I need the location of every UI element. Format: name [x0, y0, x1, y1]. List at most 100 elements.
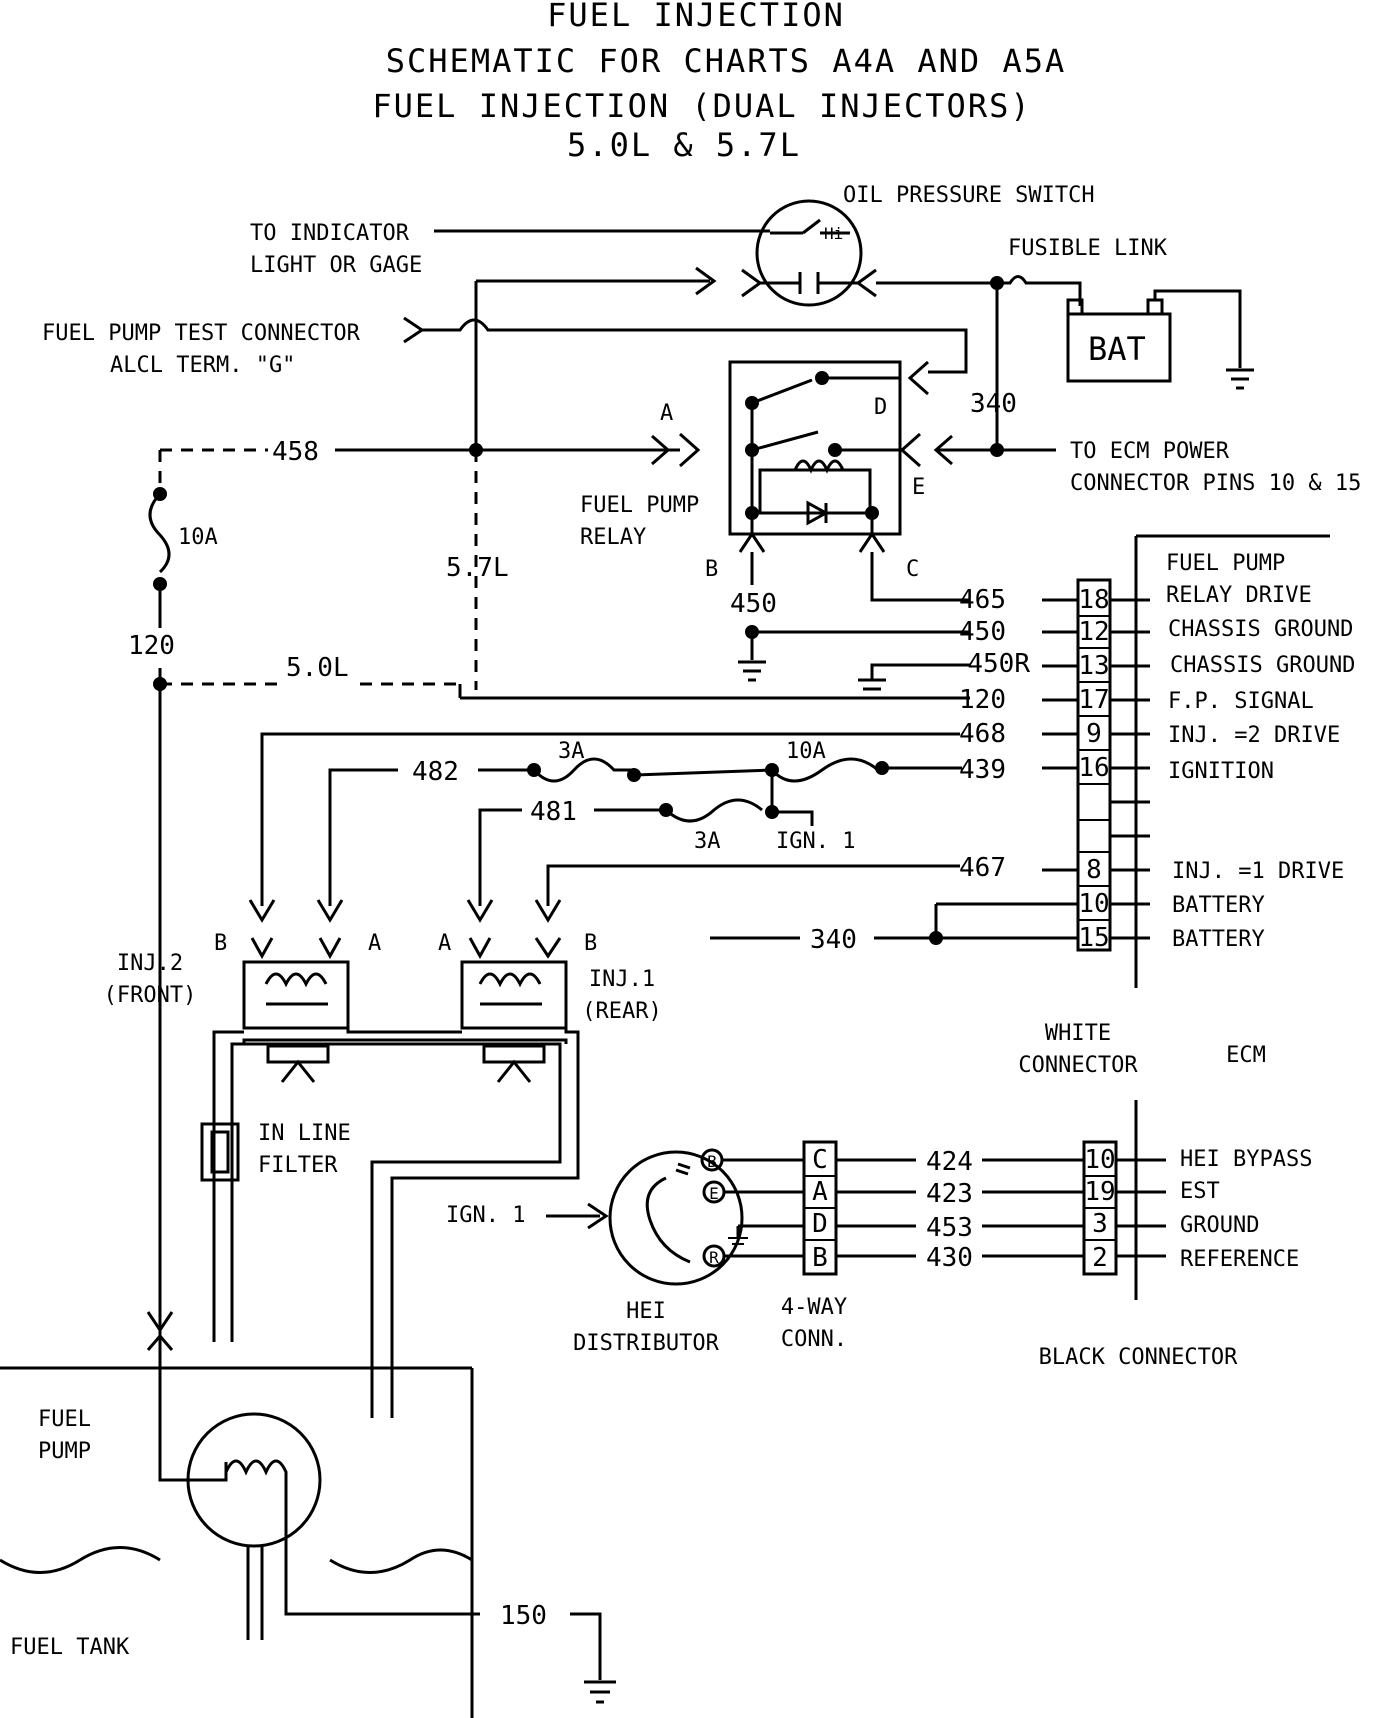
fuel-pump-label: FUEL PUMP [38, 1407, 91, 1464]
filter-label-2: FILTER [258, 1153, 338, 1178]
relay-label-line-1: FUEL PUMP [580, 493, 699, 518]
title-block: FUEL INJECTION SCHEMATIC FOR CHARTS A4A … [372, 0, 1067, 164]
white-pin-17-func: F.P. SIGNAL [1168, 689, 1314, 714]
white-pin-15-num: 15 [1078, 923, 1109, 953]
white-connector-label-1: WHITE [1045, 1021, 1111, 1046]
white-pin-9-num: 9 [1086, 719, 1102, 749]
ecm-label: ECM [1226, 1043, 1266, 1068]
filter-label-1: IN LINE [258, 1121, 351, 1146]
inj1-label: INJ.1 (REAR) [582, 967, 661, 1024]
four-way-label-1: 4-WAY [781, 1295, 847, 1320]
dist-term-r: R [709, 1248, 719, 1267]
fuse-3a-lower: 3A [694, 829, 721, 854]
fuse-10a-right: 10A [786, 739, 826, 764]
white-pin-12: 12 CHASSIS GROUND [1078, 617, 1353, 647]
inj2-label-2: (FRONT) [104, 983, 197, 1008]
four-way-connector: C A D B [802, 1140, 838, 1276]
white-connector-label: WHITE CONNECTOR [1018, 1021, 1138, 1078]
white-pin-10-num: 10 [1078, 889, 1109, 919]
four-way-label: 4-WAY CONN. [781, 1295, 847, 1352]
wire-482: 482 [412, 757, 459, 787]
title-line-2: SCHEMATIC FOR CHARTS A4A AND A5A [386, 42, 1067, 80]
fuel-pump-relay: A D E B C [660, 360, 929, 582]
fuel-tank-label: FUEL TANK [10, 1635, 130, 1660]
inj2-label: INJ.2 (FRONT) [104, 951, 197, 1008]
wire-450r: 450R [967, 649, 1030, 679]
inj1-label-1: INJ.1 [589, 967, 655, 992]
inj1-pin-a: A [438, 931, 451, 956]
relay-label: FUEL PUMP RELAY [580, 493, 699, 550]
ecm-ground-icon [858, 678, 886, 700]
relay-ground-icon [738, 660, 766, 682]
white-pin-8-func: INJ. =1 DRIVE [1172, 859, 1344, 884]
white-pin-18-num: 18 [1078, 585, 1109, 615]
white-pin-13-func: CHASSIS GROUND [1170, 653, 1355, 678]
injector-1-rear: A B [438, 931, 597, 1083]
wire-340-top: 340 [970, 389, 1017, 419]
fuel-pump-test-connector: FUEL PUMP TEST CONNECTOR ALCL TERM. "G" [42, 316, 425, 378]
wire-458: 458 [272, 437, 319, 467]
wire-120-left: 120 [128, 631, 175, 661]
white-pin-9: 9 INJ. =2 DRIVE [1086, 719, 1340, 749]
oil-switch-hi-label: Hi [824, 224, 843, 243]
battery-ground-icon [1226, 368, 1254, 390]
variant-5-0l: 5.0L [286, 653, 349, 683]
ecm-power-label-1: TO ECM POWER [1070, 439, 1230, 464]
inj1-pin-b: B [584, 931, 597, 956]
white-pin-10: 10 BATTERY [1078, 889, 1264, 919]
battery-label: BAT [1088, 330, 1146, 368]
black-pin-19-num: 19 [1084, 1177, 1115, 1207]
hei-label-2: DISTRIBUTOR [573, 1331, 719, 1356]
white-pin-17-num: 17 [1078, 685, 1109, 715]
four-way-pin-b: B [812, 1243, 828, 1273]
indicator-label: TO INDICATOR LIGHT OR GAGE [250, 221, 422, 278]
relay-pin-c: C [906, 557, 919, 582]
white-pin-17: 17 F.P. SIGNAL [1078, 685, 1313, 715]
black-pin-3-num: 3 [1092, 1209, 1108, 1239]
wire-450: 450 [959, 617, 1006, 647]
black-pin-19-func: EST [1180, 1179, 1220, 1204]
black-pin-2-num: 2 [1092, 1243, 1108, 1273]
ign1-distributor-label: IGN. 1 [446, 1203, 525, 1228]
inj2-pin-a: A [368, 931, 381, 956]
black-connector-label: BLACK CONNECTOR [1039, 1345, 1238, 1370]
white-pin-15: 15 BATTERY [1078, 923, 1264, 953]
black-pin-2-func: REFERENCE [1180, 1247, 1299, 1272]
wire-453: 453 [926, 1213, 973, 1243]
black-connector: 10 HEI BYPASS 19 EST 3 GROUND 2 REFERENC… [1082, 1140, 1312, 1276]
relay-label-line-2: RELAY [580, 525, 646, 550]
dist-term-e: E [709, 1184, 719, 1203]
wire-423: 423 [926, 1179, 973, 1209]
wire-120: 120 [959, 685, 1006, 715]
title-line-1: FUEL INJECTION [547, 0, 845, 34]
white-connector: 18 RELAY DRIVE 12 CHASSIS GROUND 13 CHAS… [1076, 578, 1355, 953]
white-pin-8-num: 8 [1086, 855, 1102, 885]
in-line-filter [200, 1122, 240, 1182]
wire-424: 424 [926, 1147, 973, 1177]
wire-468: 468 [959, 719, 1006, 749]
title-line-3: FUEL INJECTION (DUAL INJECTORS) [372, 87, 1031, 125]
relay-pin-a: A [660, 401, 673, 426]
white-pin-12-num: 12 [1078, 617, 1109, 647]
black-pin-10-num: 10 [1084, 1145, 1115, 1175]
fuse-10a-left: 10A [178, 525, 218, 550]
ign1-fuse-label: IGN. 1 [776, 829, 855, 854]
black-pin-10-func: HEI BYPASS [1180, 1147, 1312, 1172]
white-pin-16-num: 16 [1078, 753, 1109, 783]
white-pin-13: 13 CHASSIS GROUND [1078, 651, 1355, 681]
white-pin-15-func: BATTERY [1172, 927, 1265, 952]
relay-pin-e: E [912, 475, 925, 500]
black-pin-3-func: GROUND [1180, 1213, 1259, 1238]
inj2-pin-b: B [214, 931, 227, 956]
white-pin-12-func: CHASSIS GROUND [1168, 617, 1353, 642]
white-pin-16-func: IGNITION [1168, 759, 1274, 784]
pump-ground-icon [584, 1680, 616, 1704]
fuel-pump-label-2: PUMP [38, 1439, 91, 1464]
white-pin-13-num: 13 [1078, 651, 1109, 681]
indicator-label-line-2: LIGHT OR GAGE [250, 253, 422, 278]
variant-5-7l: 5.7L [446, 553, 509, 583]
wire-150: 150 [500, 1601, 547, 1631]
four-way-pin-d: D [812, 1209, 828, 1239]
fuel-pump-label-1: FUEL [38, 1407, 91, 1432]
hei-distributor: B E R [608, 1148, 804, 1286]
